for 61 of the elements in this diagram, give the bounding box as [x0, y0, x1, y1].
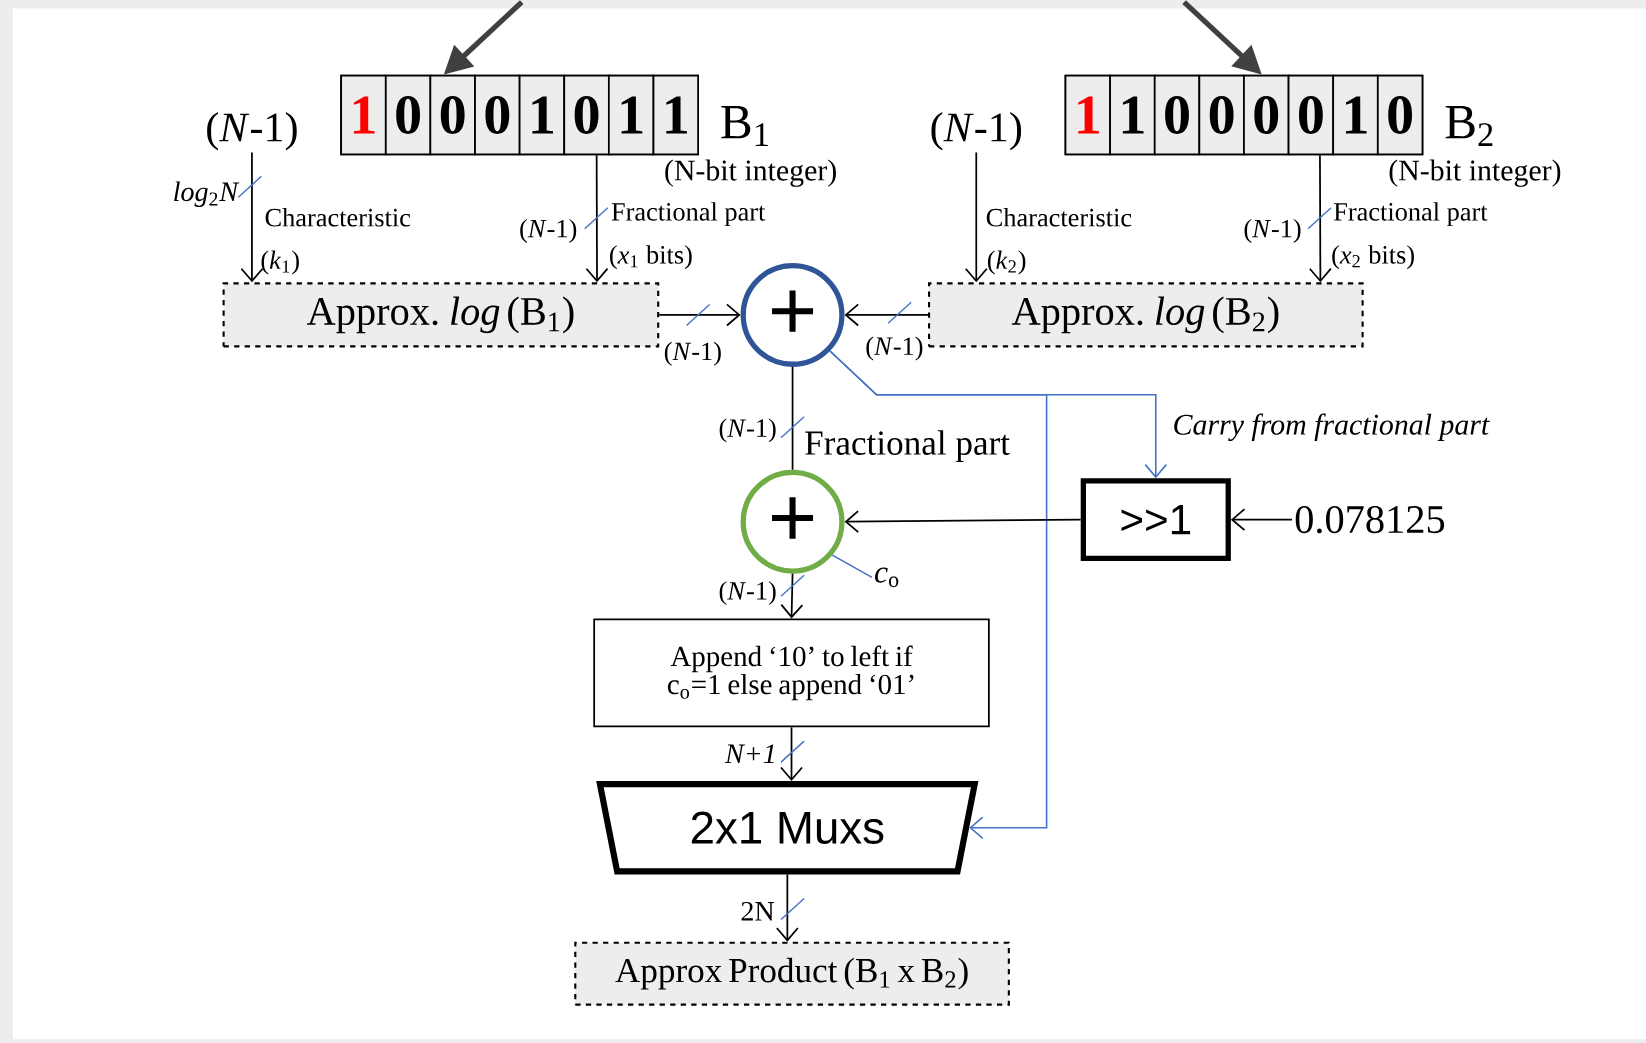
- bit-cell: 1: [652, 74, 699, 155]
- bit-cell: 1: [1064, 74, 1111, 155]
- edge-label: Characteristic: [262, 206, 413, 229]
- signal-label: 0.078125: [1295, 505, 1445, 534]
- bit-cell: 1: [1109, 74, 1156, 155]
- bit-cell: 0: [474, 74, 521, 155]
- arrow: [964, 151, 988, 283]
- register-label: B$_{1}$: [721, 105, 768, 146]
- register-caption: (N-bit integer): [665, 159, 836, 187]
- edge-label: (N-1): [716, 579, 779, 607]
- bit-cell: 0: [1243, 74, 1290, 155]
- bus-width-label: (N-1): [1244, 218, 1301, 243]
- bit-cell: 0: [1198, 74, 1245, 155]
- signal-label: c$_{o}$: [875, 567, 899, 587]
- edge-label: Fractional part: [1331, 200, 1490, 228]
- process-box: Approx. log (B$_{2}$): [928, 282, 1364, 348]
- signal-label: (N-1): [207, 111, 297, 151]
- bit-cell: 1: [518, 74, 566, 155]
- edge-label: Characteristic: [984, 206, 1134, 229]
- process-box: Approx Product (B$_{1}$ x B$_{2}$): [574, 941, 1010, 1006]
- shift-box: >>1: [1080, 477, 1231, 561]
- bit-cell: 0: [563, 74, 610, 155]
- bit-cell: 0: [1287, 74, 1335, 155]
- arrow: [780, 726, 803, 781]
- register-caption: (N-bit integer): [1389, 159, 1561, 187]
- edge-label: (N-1): [863, 334, 926, 362]
- bit-cell: 1: [607, 74, 655, 155]
- signal-label: (N-1): [931, 111, 1022, 151]
- arrow: [1308, 154, 1332, 283]
- bit-cell: 0: [429, 74, 476, 155]
- arrow: [240, 151, 264, 283]
- bus-width-label: (k$_{2}$): [987, 250, 1026, 275]
- edge-label: Fractional part: [802, 428, 1012, 464]
- arrow: [1230, 508, 1293, 531]
- bus-width-label: log$_{2}$N: [174, 181, 240, 207]
- arrow: [585, 154, 609, 283]
- register-label: B$_{2}$: [1445, 105, 1493, 146]
- edge-label: N+1: [723, 742, 779, 765]
- bit-cell: 1: [1332, 74, 1379, 155]
- edge-label: Fractional part: [609, 200, 768, 228]
- connector-line: [791, 365, 794, 471]
- bit-cell: 1: [340, 74, 387, 155]
- bus-width-label: (x$_{2}$ bits): [1332, 245, 1414, 269]
- arrow: [780, 572, 804, 619]
- bus-width-label: (k$_{1}$): [261, 250, 299, 275]
- bus-width-label: (x$_{1}$ bits): [610, 245, 692, 269]
- bus-width-label: (N-1): [520, 218, 577, 243]
- arrow: [829, 350, 1048, 839]
- process-box: Approx. log (B$_{1}$): [222, 282, 660, 348]
- arrow: [844, 303, 929, 327]
- bus-width-label: (N-1): [719, 418, 776, 443]
- edge-label: (N-1): [661, 339, 724, 368]
- bit-cell: 0: [1376, 74, 1424, 155]
- edge-label: Carry from fractional part: [1170, 411, 1491, 443]
- arrow: [658, 303, 741, 327]
- bit-cell: 0: [384, 74, 432, 155]
- process-box: Append ‘10’ to left if c$_{o}$=1 else append ‘01’: [593, 618, 990, 728]
- arrow: [775, 873, 799, 942]
- bit-cell: 0: [1153, 74, 1201, 155]
- arrow: [844, 509, 1082, 533]
- leader-line: [831, 554, 873, 578]
